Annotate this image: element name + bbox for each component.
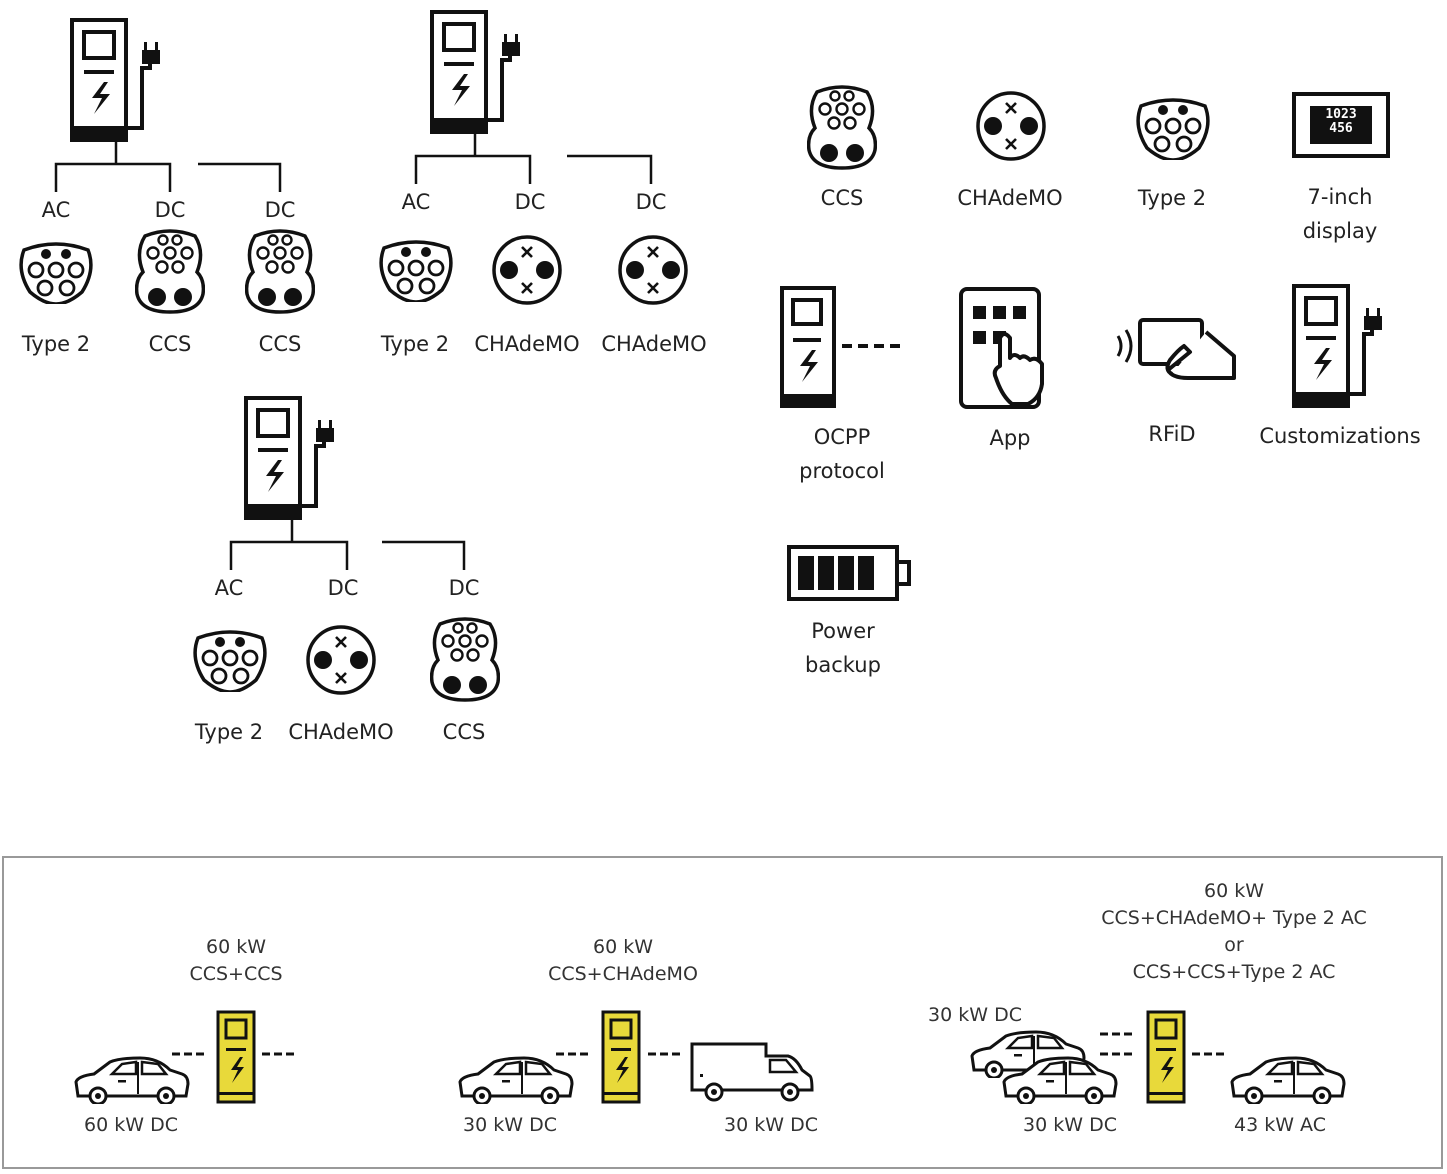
ocpp-icon	[780, 286, 904, 408]
current-label: DC	[154, 198, 186, 222]
feature-label-line: OCPP	[813, 425, 871, 449]
branch-lines	[414, 134, 653, 184]
current-label: AC	[401, 190, 431, 214]
current-label: DC	[327, 576, 359, 600]
display-readout-line: 456	[1329, 121, 1353, 136]
current-label: AC	[41, 198, 71, 222]
scenario-title-line: CCS+CHAdeMO	[548, 963, 698, 985]
connector-label: Type 2	[21, 332, 91, 356]
vehicle-power-label: 43 kW AC	[1234, 1114, 1326, 1136]
connector-label: CHAdeMO	[288, 720, 394, 744]
feature-label: Power backup	[805, 614, 881, 682]
display-readout-line: 1023	[1325, 107, 1357, 122]
vehicle-power-label: 30 kW DC	[928, 1004, 1022, 1026]
connector-label: CHAdeMO	[601, 332, 707, 356]
connection-dashes	[556, 1052, 682, 1056]
display-readout: 1023 456	[1310, 108, 1372, 136]
scenario-title-line: CCS+CCS	[189, 963, 283, 985]
scenario-title: 60 kW CCS+CHAdeMO+ Type 2 AC or CCS+CCS+…	[1101, 878, 1367, 986]
charger-icon	[1146, 1010, 1186, 1104]
vehicle-power-label: 30 kW DC	[724, 1114, 818, 1136]
connector-label: CCS	[442, 720, 486, 744]
scenario-title-line: 60 kW	[592, 936, 653, 958]
app-touch-icon	[959, 287, 1044, 409]
connection-dashes	[172, 1052, 296, 1056]
feature-label: 7-inch display	[1303, 180, 1378, 248]
feature-label: Type 2	[1137, 186, 1207, 210]
feature-label-line: 7-inch	[1307, 185, 1373, 209]
feature-label: Customizations	[1259, 424, 1421, 448]
connector-label: CHAdeMO	[474, 332, 580, 356]
battery-icon	[787, 545, 911, 601]
feature-label: RFiD	[1148, 422, 1196, 446]
branch-lines	[54, 142, 282, 192]
current-label: DC	[448, 576, 480, 600]
connector-label: Type 2	[380, 332, 450, 356]
current-label: DC	[635, 190, 667, 214]
connector-label: CCS	[148, 332, 192, 356]
feature-label-line: Power	[811, 619, 875, 643]
current-label: AC	[214, 576, 244, 600]
display-icon	[1292, 92, 1390, 158]
feature-label-line: display	[1302, 219, 1378, 243]
feature-label: CCS	[820, 186, 864, 210]
scenario-title: 60 kW CCS+CHAdeMO	[548, 934, 698, 988]
feature-label: OCPP protocol	[799, 420, 885, 488]
connector-label: Type 2	[194, 720, 264, 744]
scenario-title: 60 kW CCS+CCS	[189, 934, 282, 988]
scenario-title-line: CCS+CCS+Type 2 AC	[1132, 961, 1336, 983]
feature-label-line: protocol	[799, 459, 885, 483]
rfid-card-icon	[1116, 318, 1236, 380]
feature-label: App	[989, 426, 1031, 450]
vehicle-power-label: 60 kW DC	[84, 1114, 178, 1136]
current-label: DC	[264, 198, 296, 222]
feature-label: CHAdeMO	[957, 186, 1063, 210]
scenario-title-line: 60 kW	[1203, 880, 1264, 902]
use-case-panel	[2, 856, 1443, 1169]
branch-lines	[229, 520, 466, 570]
connector-label: CCS	[258, 332, 302, 356]
vehicle-power-label: 30 kW DC	[1023, 1114, 1117, 1136]
feature-label-line: backup	[805, 653, 881, 677]
car-icon	[1230, 1056, 1346, 1104]
vehicle-power-label: 30 kW DC	[463, 1114, 557, 1136]
scenario-title-line: or	[1224, 934, 1244, 956]
current-label: DC	[514, 190, 546, 214]
scenario-title-line: 60 kW	[205, 936, 267, 958]
scenario-title-line: CCS+CHAdeMO+ Type 2 AC	[1101, 907, 1367, 929]
